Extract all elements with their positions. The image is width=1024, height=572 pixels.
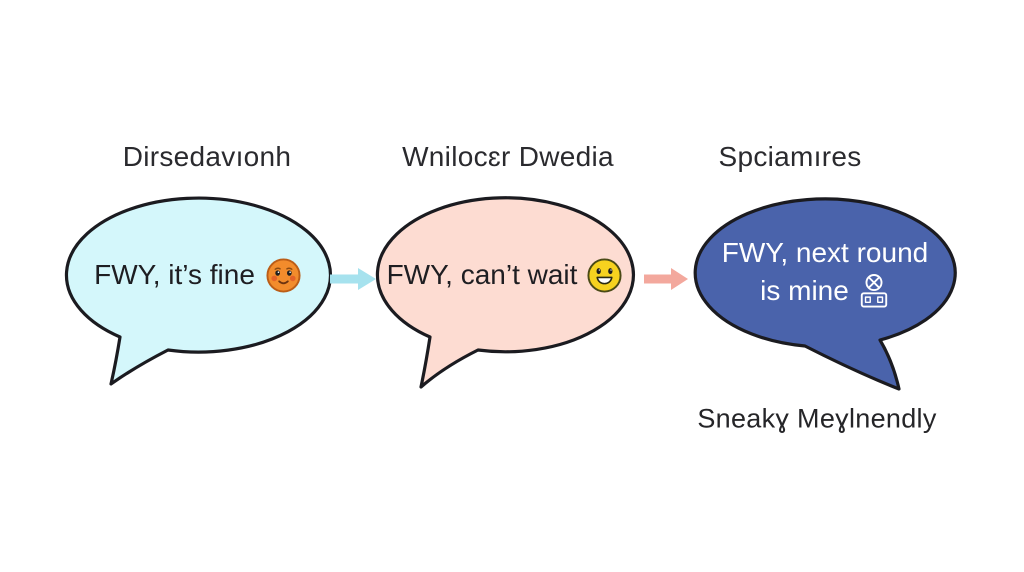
emoji-face <box>266 257 301 293</box>
icon-key <box>864 295 871 303</box>
emoji-eye <box>596 267 602 274</box>
bubble-2-content: FWY, can’t wait <box>377 198 633 352</box>
bubble-3-line2: is mine <box>760 272 890 310</box>
footer-caption: Sneakɣ Meɣlnendly <box>697 403 937 434</box>
emoji-cheek <box>271 275 277 281</box>
bubble-1-text: FWY, it’s fine <box>94 259 255 290</box>
cash-register-icon <box>860 273 888 307</box>
emoji-eye-glint <box>610 268 613 271</box>
emoji-eye-glint <box>289 270 291 273</box>
emoji-eye <box>286 269 292 276</box>
bubble-1-content: FWY, it’s fine <box>66 198 330 352</box>
icon-dial <box>865 273 883 291</box>
speech-bubble-3-shape <box>693 197 957 391</box>
speech-bubble-2-shape <box>375 196 635 389</box>
column-label-2: Wnilocɛr Dwedia <box>402 141 614 172</box>
column-label-1: Dirsedavıonh <box>122 141 292 172</box>
icon-base <box>860 291 888 307</box>
grinning-face-emoji <box>587 257 622 293</box>
icon-key <box>876 295 884 303</box>
bubble-3-text-line1: FWY, next round <box>721 236 929 268</box>
arrow-right-icon-2 <box>644 268 688 290</box>
emoji-eye-glint <box>599 268 601 271</box>
speech-bubble-1-shape <box>64 196 333 386</box>
emoji-open-smile <box>596 276 614 284</box>
bubble-2-text: FWY, can’t wait <box>386 259 578 290</box>
emoji-eye <box>608 267 613 274</box>
icon-cross-line <box>868 276 880 288</box>
emoji-cheek <box>289 275 296 281</box>
emoji-face <box>587 257 622 293</box>
emoji-eye-glint <box>277 270 280 273</box>
bubble-3-text-line2: is mine <box>760 274 849 306</box>
blushing-orange-face-emoji <box>266 257 301 293</box>
emoji-smile <box>278 279 289 284</box>
column-label-3: Spciamıres <box>718 141 862 172</box>
emoji-brow <box>286 267 293 270</box>
bubble-3-content: FWY, next round is mine <box>695 199 955 347</box>
emoji-eye <box>275 269 280 276</box>
arrow-right-icon-1 <box>330 268 376 290</box>
emoji-brow <box>274 267 281 270</box>
